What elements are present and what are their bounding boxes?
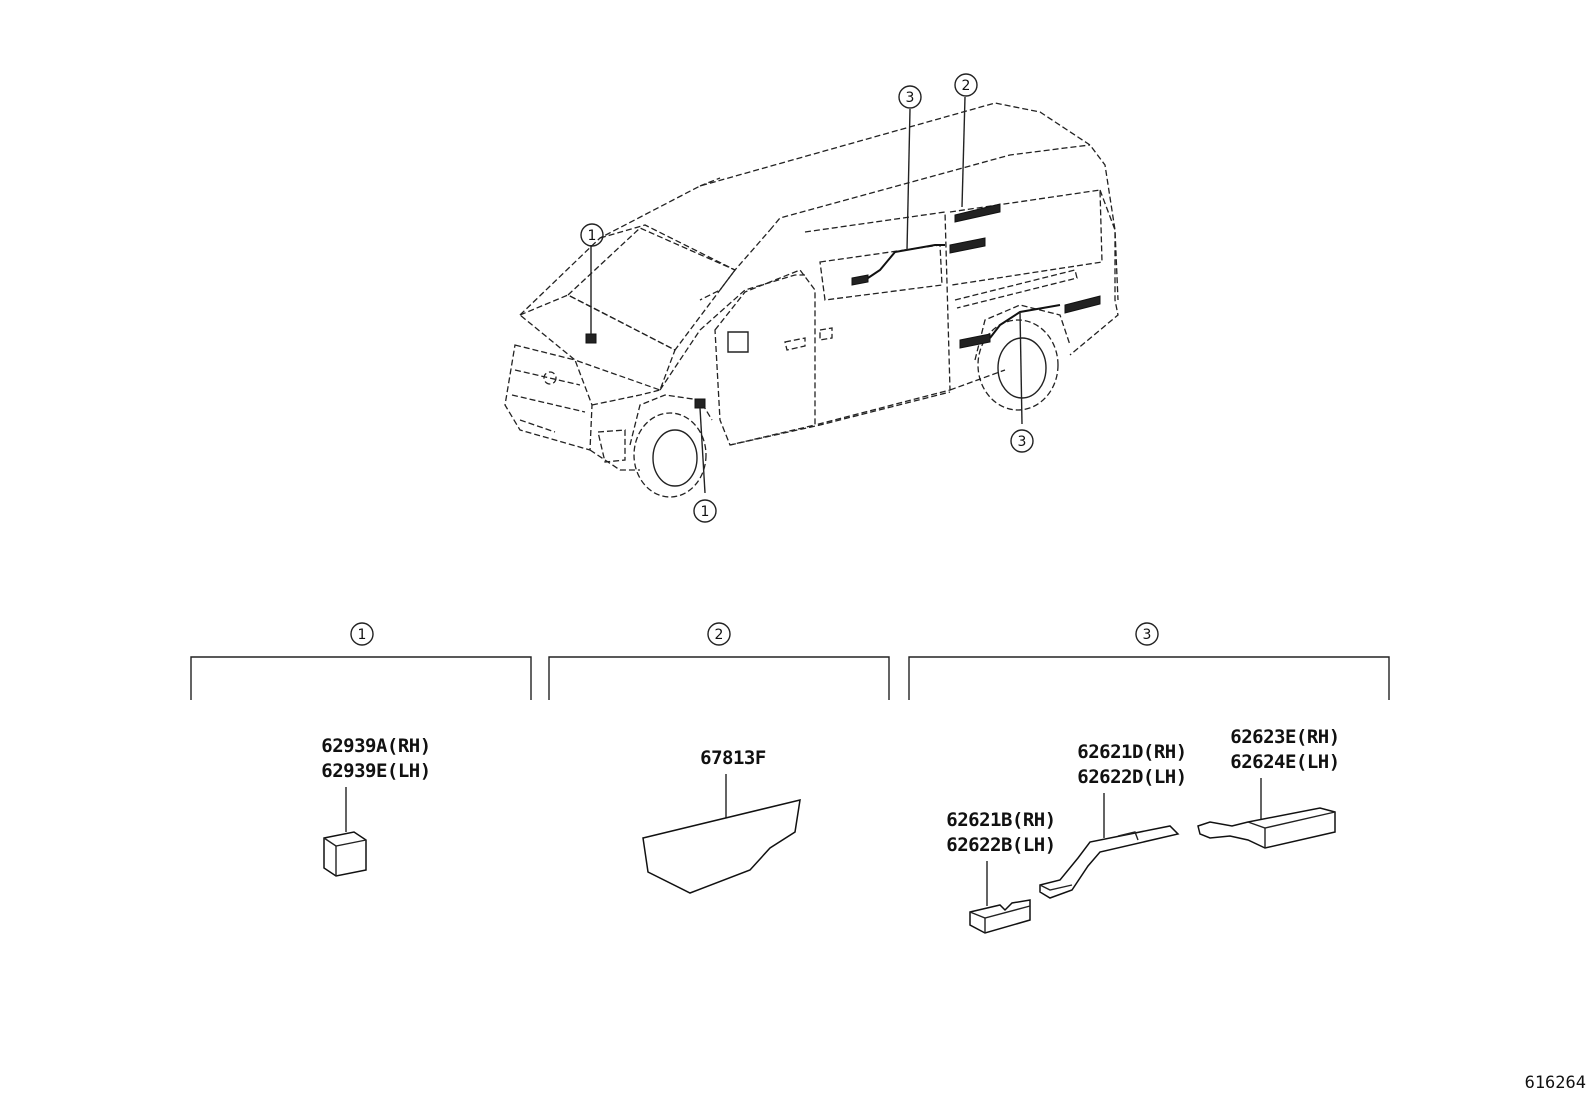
callout-number: 1 xyxy=(588,228,597,244)
group-1: 1 62939A(RH) 62939E(LH) xyxy=(190,622,532,877)
group-2-bracket xyxy=(548,656,890,700)
group-1-marker: 1 xyxy=(358,627,367,643)
van-illustration xyxy=(504,96,1119,498)
group-1-bracket xyxy=(190,656,532,700)
diagram-code: 616264 xyxy=(1525,1073,1586,1093)
part-label-62622b: 62622B(LH) xyxy=(946,834,1055,856)
part-62621d-strip xyxy=(1039,825,1180,899)
part-label-67813f: 67813F xyxy=(700,747,766,769)
callout-1-hood: 1 xyxy=(580,223,604,247)
part-62621b-block xyxy=(969,899,1031,934)
part-label-62939e: 62939E(LH) xyxy=(321,760,430,782)
callout-number: 1 xyxy=(701,504,710,520)
callout-number: 3 xyxy=(906,90,915,106)
callout-3-lower: 3 xyxy=(1010,429,1034,453)
part-67813f-pad xyxy=(642,799,801,894)
callout-1-fender: 1 xyxy=(693,499,717,523)
part-label-62624e: 62624E(LH) xyxy=(1230,751,1339,773)
callout-2-upper: 2 xyxy=(954,73,978,97)
callout-3-upper: 3 xyxy=(898,85,922,109)
part-label-62622d: 62622D(LH) xyxy=(1077,766,1186,788)
part-label-62621d: 62621D(RH) xyxy=(1077,741,1186,763)
callout-number: 3 xyxy=(1018,434,1027,450)
part-label-62623e: 62623E(RH) xyxy=(1230,726,1339,748)
part-62939-block xyxy=(323,831,367,877)
group-3-bracket xyxy=(908,656,1390,700)
part-label-62939a: 62939A(RH) xyxy=(321,735,430,757)
group-3-marker: 3 xyxy=(1143,627,1152,643)
callout-number: 2 xyxy=(962,78,971,94)
group-3: 3 62621B(RH) 62622B(LH) 62621D(RH) 62622… xyxy=(908,622,1390,934)
group-2: 2 67813F xyxy=(548,622,890,894)
part-label-62621b: 62621B(RH) xyxy=(946,809,1055,831)
group-2-marker: 2 xyxy=(715,627,724,643)
part-62623e-strip xyxy=(1197,807,1336,849)
